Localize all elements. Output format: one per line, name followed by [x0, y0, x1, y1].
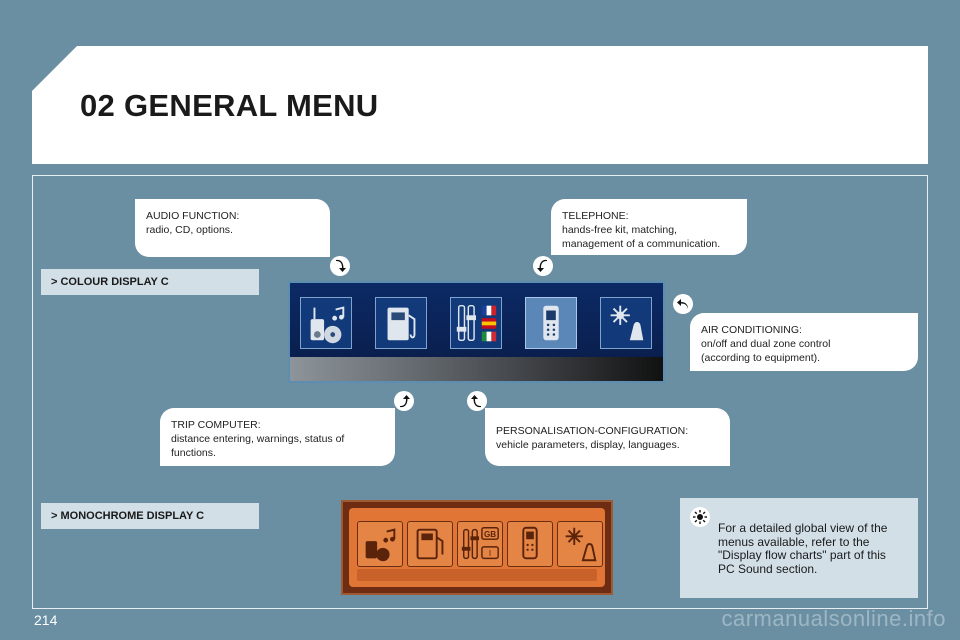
trip-computer-icon[interactable]: [375, 297, 427, 349]
colour-display-tag: > COLOUR DISPLAY C: [41, 269, 259, 295]
content-frame: [32, 175, 928, 609]
personalisation-callout-line: vehicle parameters, display, languages.: [496, 439, 680, 451]
mono-status-bar: [357, 569, 597, 581]
mono-personalisation-icon[interactable]: GB I: [457, 521, 503, 567]
colour-display-screen: [288, 281, 665, 383]
telephone-callout-line: hands-free kit, matching,: [562, 224, 677, 236]
page-number: 214: [34, 612, 58, 628]
arrow-back-icon: [673, 294, 693, 314]
monochrome-display-inner: GB I: [349, 508, 605, 587]
air-callout-line: on/off and dual zone control: [701, 338, 831, 350]
monochrome-display-tag: > MONOCHROME DISPLAY C: [41, 503, 259, 529]
air-callout-title: AIR CONDITIONING:: [701, 324, 802, 336]
mono-air-conditioning-icon[interactable]: [557, 521, 603, 567]
telephone-callout: TELEPHONE: hands-free kit, matching, man…: [551, 199, 747, 255]
personalisation-icon[interactable]: [450, 297, 502, 349]
info-text-line: For a detailed global view of the: [718, 521, 888, 535]
arrow-up-icon: [467, 391, 487, 411]
air-conditioning-icon[interactable]: [600, 297, 652, 349]
mono-telephone-icon[interactable]: [507, 521, 553, 567]
watermark: carmanualsonline.info: [721, 606, 946, 631]
arrow-down-icon: [330, 256, 350, 276]
audio-callout-title: AUDIO FUNCTION:: [146, 210, 240, 222]
header-panel: 02 GENERAL MENU: [32, 46, 928, 164]
audio-callout: AUDIO FUNCTION: radio, CD, options.: [135, 199, 330, 257]
mono-audio-icon[interactable]: [357, 521, 403, 567]
telephone-callout-line: management of a communication.: [562, 238, 721, 250]
arrow-up-icon: [394, 391, 414, 411]
screen-status-bar: [290, 357, 663, 381]
personalisation-callout-title: PERSONALISATION-CONFIGURATION:: [496, 425, 689, 437]
telephone-icon[interactable]: [525, 297, 577, 349]
info-text-line: PC Sound section.: [718, 561, 818, 576]
audio-icon[interactable]: [300, 297, 352, 349]
info-text-line: menus available, refer to the: [718, 534, 870, 549]
info-note: For a detailed global view of the menus …: [680, 498, 918, 598]
air-conditioning-callout: AIR CONDITIONING: on/off and dual zone c…: [690, 313, 918, 371]
lightbulb-icon: [690, 507, 710, 527]
air-callout-line: (according to equipment).: [701, 352, 821, 364]
trip-callout-line: distance entering, warnings, status of: [171, 433, 345, 445]
trip-callout-line: functions.: [171, 447, 216, 459]
trip-callout-title: TRIP COMPUTER:: [171, 419, 261, 431]
i-flag-label: I: [489, 549, 491, 558]
mono-trip-computer-icon[interactable]: [407, 521, 453, 567]
monochrome-display-screen: GB I: [341, 500, 613, 595]
personalisation-callout: PERSONALISATION-CONFIGURATION: vehicle p…: [485, 408, 730, 466]
info-text-line: "Display flow charts" part of this: [718, 548, 886, 562]
arrow-down-icon: [533, 256, 553, 276]
gb-flag-label: GB: [484, 530, 496, 539]
trip-computer-callout: TRIP COMPUTER: distance entering, warnin…: [160, 408, 395, 466]
audio-callout-line: radio, CD, options.: [146, 224, 233, 236]
telephone-callout-title: TELEPHONE:: [562, 210, 629, 222]
page-title: 02 GENERAL MENU: [80, 88, 379, 123]
